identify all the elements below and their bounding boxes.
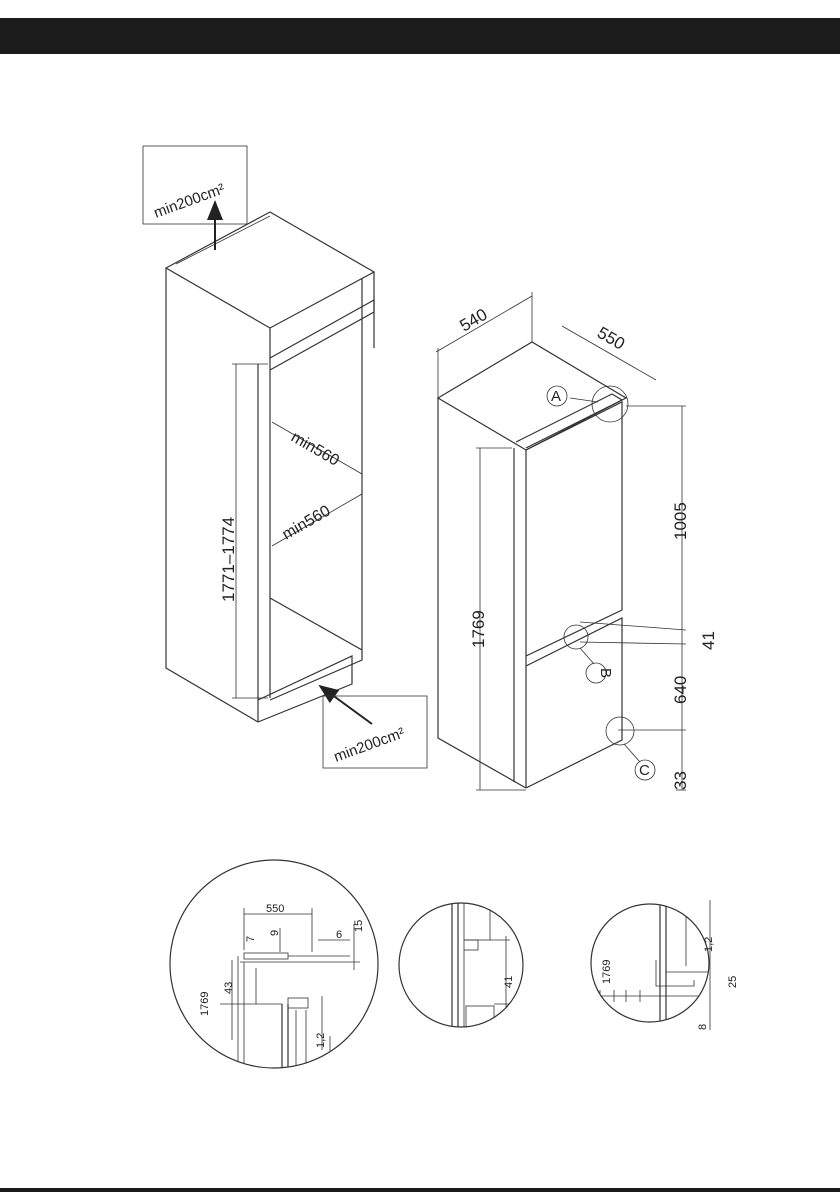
lower-section-label: 640 <box>671 676 690 704</box>
cabinet-height-label: 1771–1774 <box>219 517 238 602</box>
cabinet-depth-lower-label: min560 <box>280 502 334 543</box>
detail-a: 550 7 9 6 15 1769 43 1,2 <box>170 860 378 1068</box>
callout-c-label: C <box>639 762 650 779</box>
callout-c: C <box>606 717 655 780</box>
gap-label: 41 <box>699 631 718 650</box>
appliance-drawing <box>438 342 626 788</box>
detail-a-1769: 1769 <box>199 992 211 1016</box>
detail-a-9: 9 <box>269 930 281 936</box>
appliance-width-label: 540 <box>457 305 491 336</box>
cabinet-depth-dimensions: min560 min560 <box>272 422 362 546</box>
vent-top-label-box: min200cm² <box>143 146 247 250</box>
appliance-height-label: 1769 <box>469 610 488 648</box>
detail-c: 1769 1,2 25 8 <box>590 900 739 1030</box>
detail-a-43: 43 <box>223 982 235 994</box>
appliance-depth-label: 550 <box>594 323 628 354</box>
detail-a-7: 7 <box>245 936 257 942</box>
detail-a-6: 6 <box>336 929 342 941</box>
appliance-depth-dimension: 550 <box>562 323 656 380</box>
vent-bottom-label: min200cm² <box>332 724 408 765</box>
detail-a-12: 1,2 <box>315 1033 327 1048</box>
detail-b-41: 41 <box>503 976 515 988</box>
appliance-height-dimension: 1769 <box>469 448 526 790</box>
upper-section-label: 1005 <box>671 502 690 540</box>
detail-c-12: 1,2 <box>703 937 715 952</box>
cabinet-height-dimension: 1771–1774 <box>219 364 268 698</box>
detail-c-1769: 1769 <box>601 960 613 984</box>
detail-a-550: 550 <box>266 903 284 915</box>
cabinet-drawing <box>166 212 374 722</box>
detail-b: 41 <box>399 900 523 1036</box>
appliance-section-dimensions: 1005 41 640 33 <box>580 406 718 790</box>
detail-c-25: 25 <box>727 976 739 988</box>
detail-c-8: 8 <box>697 1024 709 1030</box>
bottom-label: 33 <box>671 771 690 790</box>
cabinet-depth-upper-label: min560 <box>288 429 342 470</box>
appliance-width-dimension: 540 <box>436 292 532 398</box>
detail-a-15: 15 <box>353 920 365 932</box>
vent-bottom-label-box: min200cm² <box>320 686 427 768</box>
callout-b-label: B <box>597 668 614 678</box>
callout-a-label: A <box>551 388 561 405</box>
